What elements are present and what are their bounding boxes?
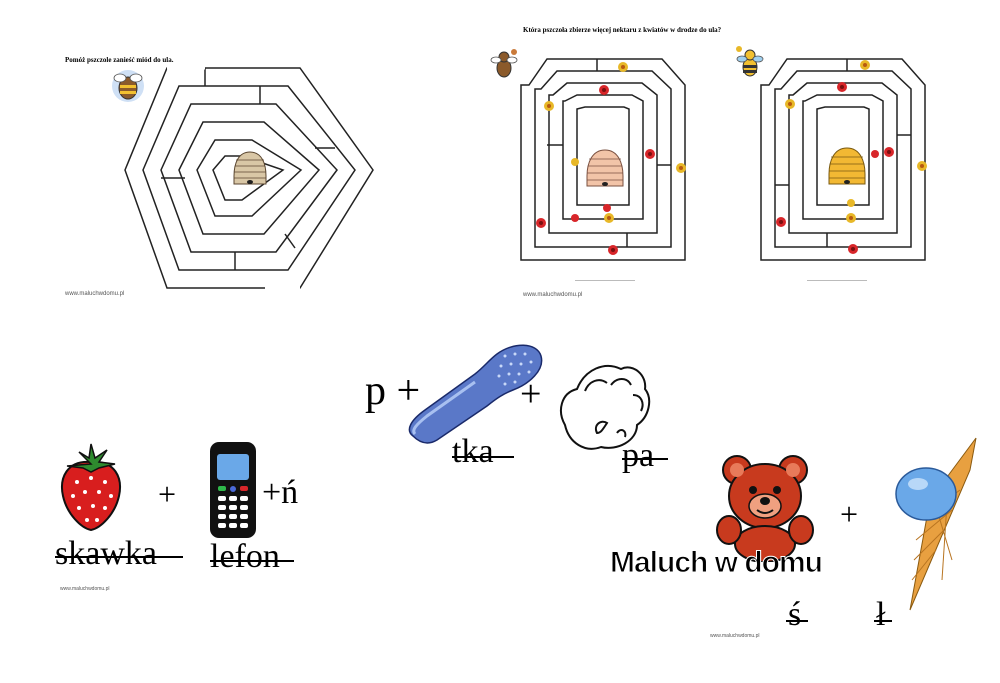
bee-icon-left: [490, 48, 518, 80]
rebus-right-watermark: www.maluchwdomu.pl: [710, 633, 760, 639]
rebus-center-strike-2: [622, 458, 668, 460]
rebus-right-strike-1: [786, 620, 808, 622]
rebus-center-plus: +: [520, 373, 542, 415]
maluch-w-domu-logo: Maluch w domu: [610, 546, 824, 579]
bee-icon: [110, 68, 146, 104]
rebus-left-crossed-word-1: skawka: [55, 535, 157, 572]
beehive-pink-icon: [583, 148, 627, 190]
bee-icon-right: [735, 45, 765, 79]
rebus-left-suffix: +ń: [262, 474, 299, 511]
answer-line-right: [807, 280, 867, 281]
teddy-bear-icon: [715, 452, 815, 563]
maze-sheet-1-title: Pomóż pszczole zanieść miód do ula.: [65, 56, 174, 64]
strawberry-icon: [55, 442, 127, 532]
square-maze-right: [760, 58, 926, 261]
paw-icon: [555, 355, 655, 455]
rebus-right-plus: +: [840, 496, 859, 532]
hairbrush-icon: [405, 340, 545, 445]
maze-sheet-1: Pomóż pszczole zanieść miód do ula.: [55, 48, 385, 303]
rebus-left-strike-2: [210, 560, 294, 562]
maze-sheet-1-watermark: www.maluchwdomu.pl: [65, 291, 125, 297]
maze-sheet-2-title: Która pszczoła zbierze więcej nektaru z …: [523, 26, 722, 34]
rebus-left-strike-1: [55, 556, 183, 558]
maze-sheet-2: Która pszczoła zbierze więcej nektaru z …: [485, 20, 955, 305]
answer-line-left: [575, 280, 635, 281]
hexagon-maze: [124, 66, 374, 290]
rebus-center-crossed-word-1: tka: [452, 433, 494, 470]
beehive-yellow-icon: [825, 146, 869, 188]
rebus-center-strike-1: [452, 456, 514, 458]
rebus-center: p + + tka pa: [360, 335, 668, 475]
rebus-left: + +ń skawka lefon www.maluchwdomu.pl: [50, 430, 330, 600]
rebus-right-strike-2: [874, 620, 892, 622]
rebus-right: Maluch w domu + ś ł www.maluchwdomu.pl: [600, 430, 990, 650]
rebus-left-watermark: www.maluchwdomu.pl: [60, 586, 110, 592]
rebus-center-prefix: p +: [365, 368, 421, 414]
rebus-left-crossed-word-2: lefon: [210, 538, 280, 575]
square-maze-left: [520, 58, 686, 261]
rebus-right-letter-2: ł: [876, 596, 886, 633]
ice-cream-icon: [890, 430, 980, 615]
rebus-right-letter-1: ś: [788, 596, 802, 633]
rebus-left-plus-1: +: [158, 476, 177, 512]
rebus-center-crossed-word-2: pa: [622, 437, 655, 474]
mobile-phone-icon: [208, 440, 258, 540]
maze-sheet-2-watermark: www.maluchwdomu.pl: [523, 292, 583, 298]
beehive-icon: [230, 150, 270, 188]
